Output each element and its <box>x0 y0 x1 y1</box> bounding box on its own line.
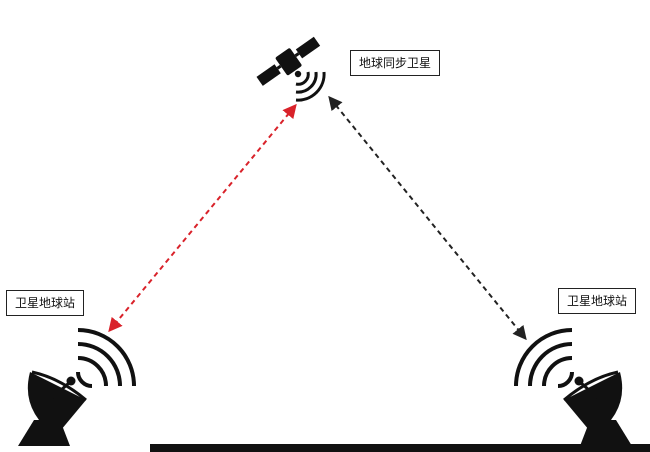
left-uplink-arrow <box>108 103 297 333</box>
left-dish-icon <box>18 328 136 446</box>
left-station-label: 卫星地球站 <box>6 290 85 316</box>
ground-line <box>150 444 650 452</box>
satellite-label: 地球同步卫星 <box>350 50 441 76</box>
right-dish-icon <box>514 328 632 446</box>
satellite-icon <box>256 36 326 102</box>
right-station-label: 卫星地球站 <box>558 288 637 314</box>
right-uplink-arrow <box>328 95 527 341</box>
